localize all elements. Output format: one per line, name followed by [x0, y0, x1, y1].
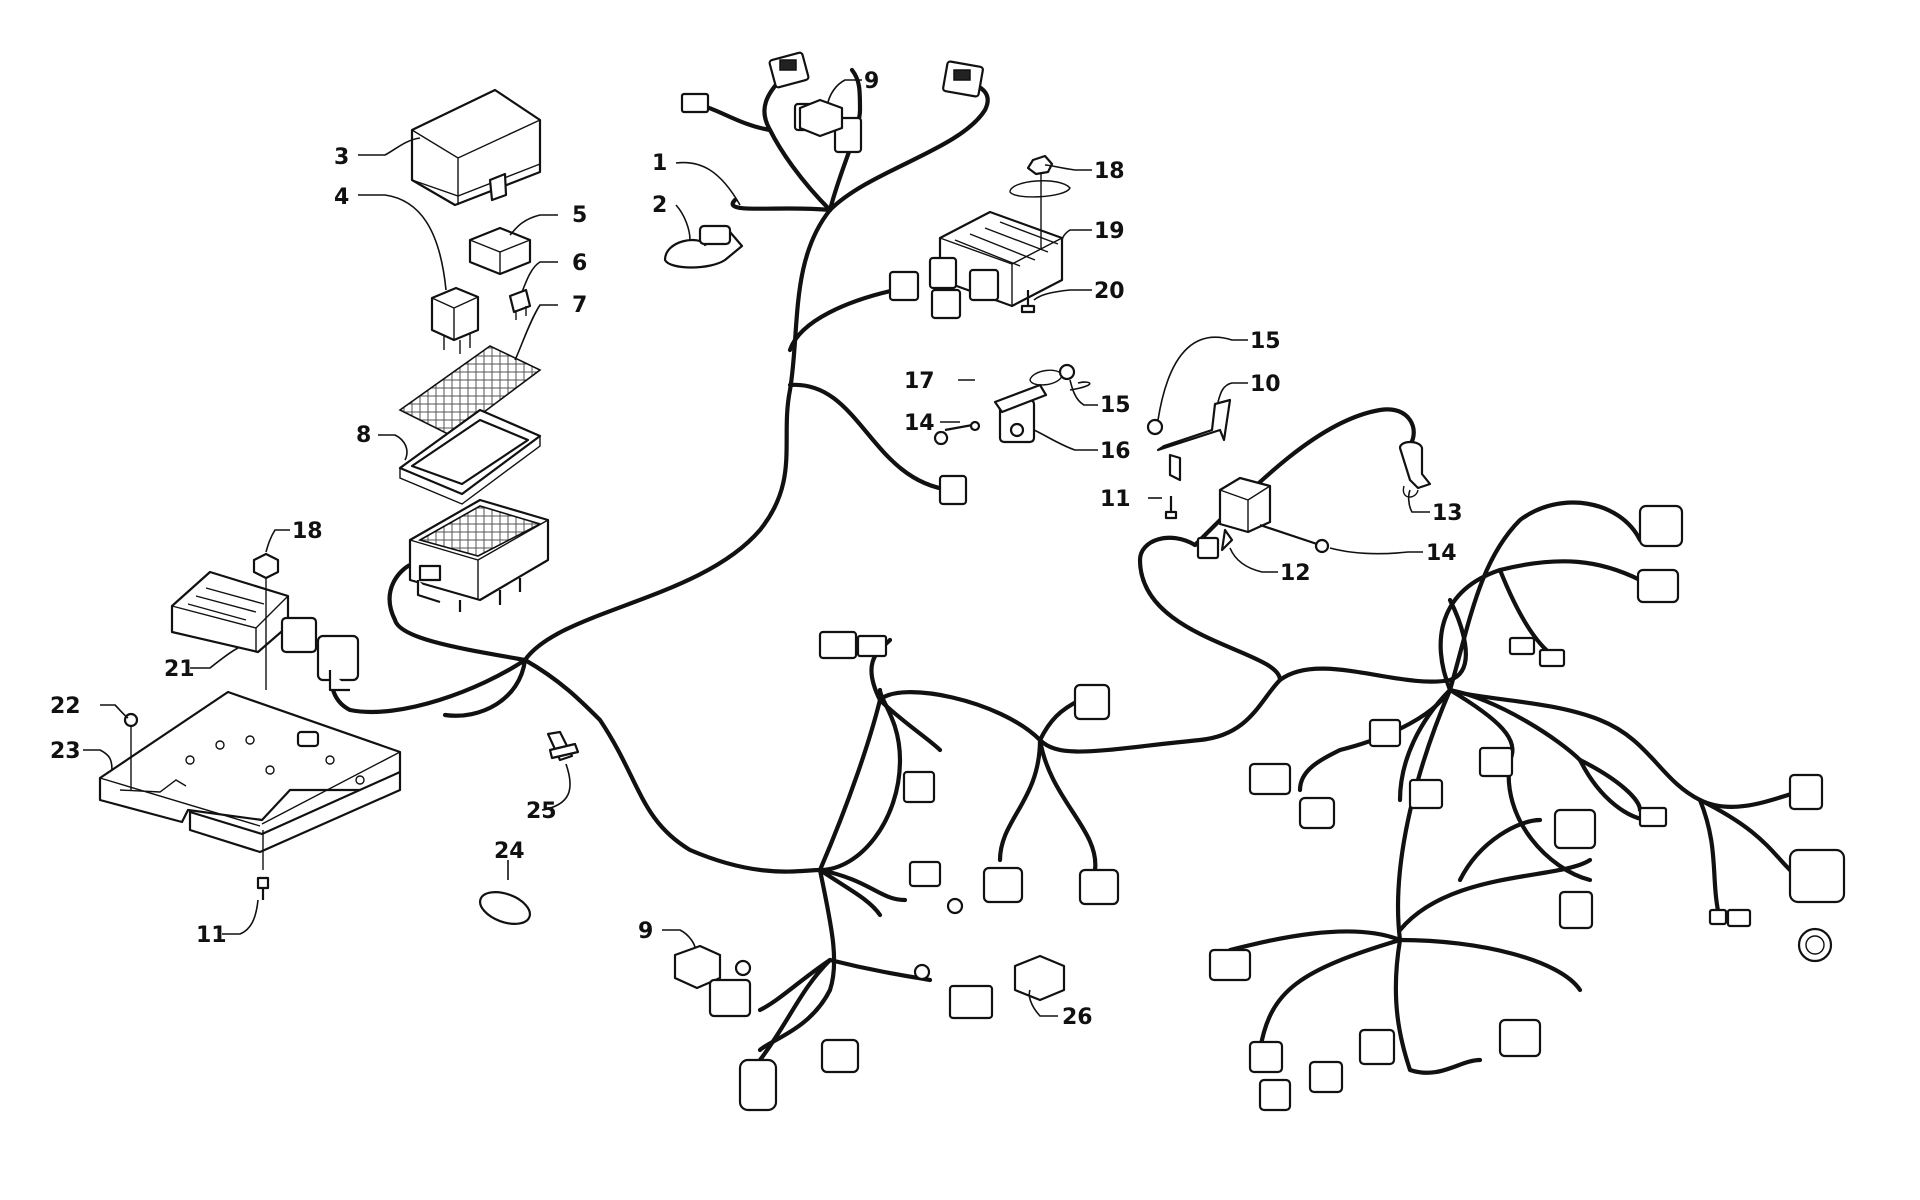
part-18-nut-left	[252, 552, 280, 690]
callout-numbers: 1 2 3 4 5 6 7 8 9 9 10 11 11 12 13 14 14…	[50, 69, 1463, 1030]
part-8-gasket	[398, 408, 542, 505]
part-9-upper	[798, 98, 844, 138]
callout-26: 26	[1062, 1005, 1093, 1030]
part-14-screw-right	[1259, 523, 1330, 554]
part-21-ecu	[170, 570, 360, 692]
part-24-clamp	[479, 891, 531, 925]
right-connectors	[1208, 504, 1846, 1112]
part-10-bracket	[1146, 398, 1232, 482]
callout-10: 10	[1250, 372, 1281, 397]
part-20-screw	[1020, 290, 1036, 314]
callout-11-lower: 11	[196, 923, 227, 948]
callout-2: 2	[652, 193, 667, 218]
callout-20: 20	[1094, 279, 1125, 304]
callout-21: 21	[164, 657, 195, 682]
callout-16: 16	[1100, 439, 1131, 464]
callout-14-right: 14	[1426, 541, 1457, 566]
callout-14-left: 14	[904, 411, 935, 436]
callout-3: 3	[334, 145, 349, 170]
callout-7: 7	[572, 293, 587, 318]
part-3-fuse-box-cover	[410, 88, 542, 207]
part-18-nut-top	[1009, 154, 1071, 250]
callout-17: 17	[904, 369, 935, 394]
callout-22: 22	[50, 694, 81, 719]
part-6-fuse	[508, 288, 532, 320]
leader-lines	[83, 79, 1430, 1017]
part-19-regulator	[928, 210, 1064, 308]
part-25-clip	[546, 730, 580, 762]
top-connectors	[680, 51, 984, 154]
callout-13: 13	[1432, 501, 1463, 526]
part-23-mounting-plate	[98, 690, 402, 854]
middle-connectors	[818, 630, 1120, 906]
callout-9-lower: 9	[638, 919, 653, 944]
callout-19: 19	[1094, 219, 1125, 244]
part-11-screw-upper	[1164, 496, 1178, 520]
callout-6: 6	[572, 251, 587, 276]
callout-15-upper: 15	[1250, 329, 1281, 354]
part-13-plug	[1398, 440, 1432, 498]
callout-12: 12	[1280, 561, 1311, 586]
callout-8: 8	[356, 423, 371, 448]
callout-9-upper: 9	[864, 69, 879, 94]
callout-18-left: 18	[292, 519, 323, 544]
part-7-label	[398, 345, 542, 437]
part-16-bracket	[933, 363, 1076, 446]
callout-18-upper: 18	[1094, 159, 1125, 184]
part-5-relay	[468, 226, 532, 276]
part-12-ignition-coil	[1196, 476, 1272, 560]
part-11-screw-lower	[256, 830, 270, 900]
callout-11-upper: 11	[1100, 487, 1131, 512]
callout-5: 5	[572, 203, 587, 228]
connector-mid	[938, 474, 968, 506]
callout-24: 24	[494, 839, 525, 864]
callout-25: 25	[526, 799, 557, 824]
part-2-sensor	[663, 224, 744, 269]
regulator-connectors	[888, 270, 962, 320]
callout-23: 23	[50, 739, 81, 764]
callout-4: 4	[334, 185, 349, 210]
callout-1: 1	[652, 151, 667, 176]
bottom-cluster	[673, 897, 1066, 1112]
fuse-block	[408, 498, 550, 612]
part-4-relay	[430, 286, 480, 354]
callout-15-lower: 15	[1100, 393, 1131, 418]
